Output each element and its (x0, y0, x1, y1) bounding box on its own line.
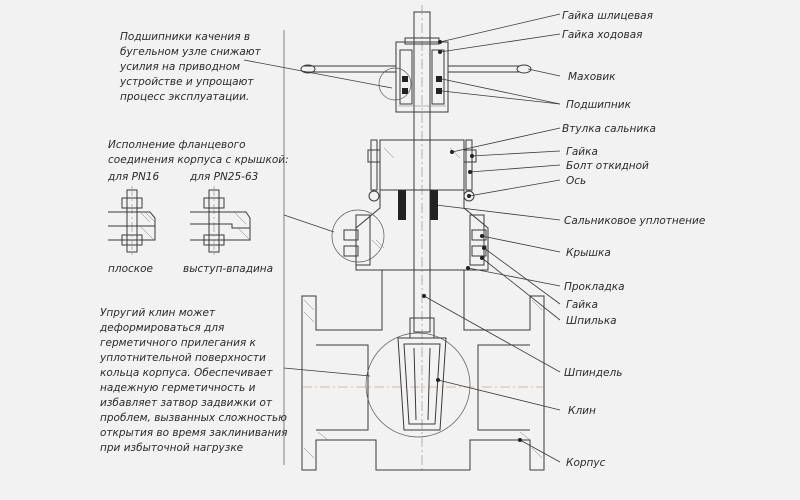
bearings-note-line-5: процесс эксплуатации. (120, 91, 249, 103)
label-gasket: Прокладка (564, 281, 625, 293)
wedge-shape (397, 317, 447, 431)
wedge-note-line-4: уплотнительной поверхности (99, 352, 266, 364)
pn16-label: для PN16 (107, 171, 159, 183)
ledge-flange-sketch (190, 186, 251, 258)
bearing-left-bottom (402, 88, 408, 94)
bearings-note-line-1: Подшипники качения в (120, 31, 250, 43)
handwheel-shape (300, 64, 532, 74)
label-nut-2: Гайка (566, 299, 598, 311)
label-gland-seal: Сальниковое уплотнение (564, 215, 705, 227)
bearings-note-line-4: устройстве и упрощают (119, 76, 254, 88)
bearing-right-top (436, 76, 442, 82)
wedge-note-line-2: деформироваться для (99, 322, 224, 334)
label-bearing: Подшипник (566, 99, 632, 111)
label-nut-spline: Гайка шлицевая (562, 10, 653, 22)
label-gland-bush: Втулка сальника (562, 123, 656, 135)
flange-detail-circle (331, 209, 385, 263)
bearings-note-line-3: усилия на приводном (119, 61, 240, 73)
wedge-note-line-10: при избыточной нагрузке (100, 442, 243, 454)
wedge-note-line-5: кольца корпуса. Обеспечивает (100, 367, 273, 379)
spindle (413, 5, 431, 470)
flat-flange-sketch (108, 186, 156, 258)
label-swing-bolt: Болт откидной (566, 160, 649, 172)
wedge-note-line-9: открытия во время заклинивания (100, 427, 287, 439)
wedge-note-line-6: надежную герметичность и (100, 382, 256, 394)
flange-note-line-2: соединения корпуса с крышкой: (108, 154, 289, 166)
flange-note: Исполнение фланцевого соединения корпуса… (107, 139, 289, 275)
bearings-note: Подшипники качения в бугельном узле сниж… (119, 31, 262, 103)
flange-note-line-1: Исполнение фланцевого (108, 139, 246, 151)
label-bonnet: Крышка (566, 247, 611, 259)
gland-packing-left (398, 190, 406, 220)
label-stud: Шпилька (566, 315, 617, 327)
label-nut: Гайка (566, 146, 598, 158)
callouts: Гайка шлицевая Гайка ходовая Маховик Под… (243, 10, 705, 469)
wedge-note-line-1: Упругий клин может (100, 307, 216, 319)
label-body: Корпус (566, 457, 606, 469)
label-nut-running: Гайка ходовая (562, 29, 642, 41)
label-handwheel: Маховик (568, 71, 616, 83)
label-wedge: Клин (568, 405, 596, 417)
wedge-note-line-8: проблем, вызванных сложностью (100, 412, 287, 424)
valve-body-shape (301, 270, 545, 471)
bearing-right-bottom (436, 88, 442, 94)
wedge-note: Упругий клин может деформироваться для г… (99, 307, 287, 454)
bonnet-shape (331, 190, 489, 271)
wedge-note-line-7: избавляет затвор задвижки от (100, 397, 273, 409)
label-spindle: Шпиндель (564, 367, 622, 379)
bearings-note-line-2: бугельном узле снижают (120, 46, 262, 58)
bearing-left-top (402, 76, 408, 82)
bearing-detail-circle (378, 67, 412, 101)
label-axis: Ось (566, 175, 586, 187)
wedge-detail-circle (365, 332, 471, 438)
pn25-label: для PN25-63 (189, 171, 258, 183)
ledge-label: выступ-впадина (183, 263, 273, 275)
wedge-note-line-3: герметичного прилегания к (100, 337, 257, 349)
flat-label: плоское (108, 263, 153, 275)
